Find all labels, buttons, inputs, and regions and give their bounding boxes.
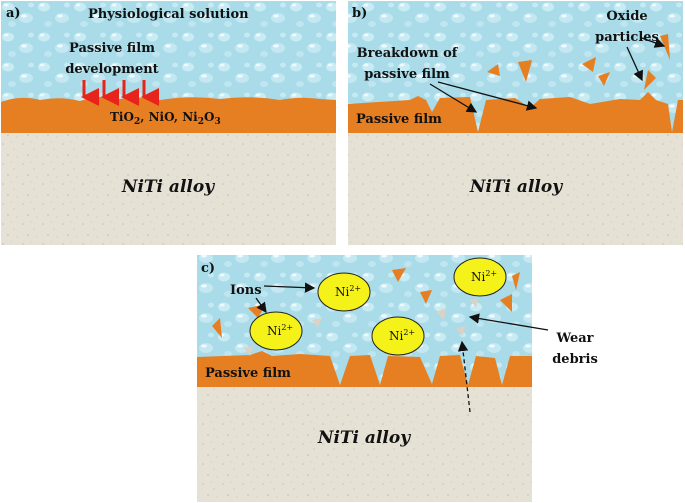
passive-film-layer [348, 92, 683, 133]
wear-debris-label-line1: Wear [555, 331, 593, 346]
oxide-particle [212, 318, 222, 338]
ni-ion: Ni2+ [371, 316, 425, 356]
ion-label: Ni2+ [335, 284, 361, 299]
breakdown-label-line2: passive film [364, 67, 450, 82]
ni-ion: Ni2+ [317, 272, 371, 312]
passive-film-label: Passive film [356, 112, 442, 127]
pointer-arrow-icon [626, 46, 643, 82]
oxide-particle [518, 60, 532, 82]
ion-label: Ni2+ [471, 269, 497, 284]
alloy-region [197, 384, 532, 502]
oxide-particle [598, 72, 610, 86]
passive-film-layer [197, 351, 532, 387]
oxide-particle [392, 268, 406, 282]
dashed-arrow-icon [457, 340, 471, 413]
pointer-arrow-icon [429, 83, 478, 113]
panel-tag: a) [6, 6, 21, 21]
film-development-label-line1: Passive film [69, 41, 155, 56]
oxide-particles-label-line2: particles [595, 30, 659, 45]
solution-label: Physiological solution [88, 7, 249, 22]
oxide-particle [500, 294, 512, 312]
alloy-label: NiTi alloy [469, 177, 563, 197]
oxide-composition-label: TiO2, NiO, Ni2O3 [110, 110, 221, 127]
film-growth-arrows [81, 80, 159, 106]
oxide-particle [487, 64, 500, 76]
wear-debris-label-line2: debris [552, 352, 598, 367]
panel-a: a) Physiological solution Passive film d… [1, 1, 336, 245]
panel-tag: b) [352, 6, 367, 21]
oxide-particle [644, 70, 656, 90]
ion-label: Ni2+ [389, 328, 415, 343]
panel-tag: c) [201, 261, 215, 276]
pointer-arrow-icon [255, 297, 267, 314]
pointer-arrow-icon [437, 81, 538, 111]
ion-ellipse [453, 257, 507, 297]
breakdown-label-line1: Breakdown of [357, 46, 459, 61]
ions-label: Ions [230, 283, 262, 298]
debris-particle [456, 326, 466, 336]
panel-c: Ni2+ Ni2+ Ni2+ Ni2+ c) Ions Wear debris … [197, 255, 598, 502]
pointer-arrow-icon [263, 282, 316, 293]
ion-ellipse [249, 311, 303, 351]
ni-ion: Ni2+ [453, 257, 507, 297]
alloy-region [1, 130, 336, 245]
ni-ion: Ni2+ [249, 311, 303, 351]
ion-ellipse [371, 316, 425, 356]
debris-particle [244, 346, 254, 356]
oxide-particle [420, 290, 432, 304]
oxide-particles-label-line1: Oxide [606, 9, 647, 24]
debris-particle [470, 298, 478, 308]
alloy-label: NiTi alloy [317, 428, 411, 448]
wear-debris-particles [244, 298, 478, 356]
ion-label: Ni2+ [267, 323, 293, 338]
passive-film-label: Passive film [205, 366, 291, 381]
panel-b: b) Breakdown of passive film Oxide parti… [348, 1, 683, 245]
alloy-region [348, 130, 683, 245]
pointer-arrow-icon [641, 37, 666, 48]
alloy-label: NiTi alloy [121, 177, 215, 197]
film-development-label-line2: development [65, 62, 158, 77]
debris-particle [436, 308, 446, 320]
oxide-particle [582, 57, 596, 72]
debris-particle [312, 318, 322, 328]
oxide-particle [512, 272, 520, 290]
ion-ellipse [317, 272, 371, 312]
pointer-arrow-icon [468, 313, 549, 331]
